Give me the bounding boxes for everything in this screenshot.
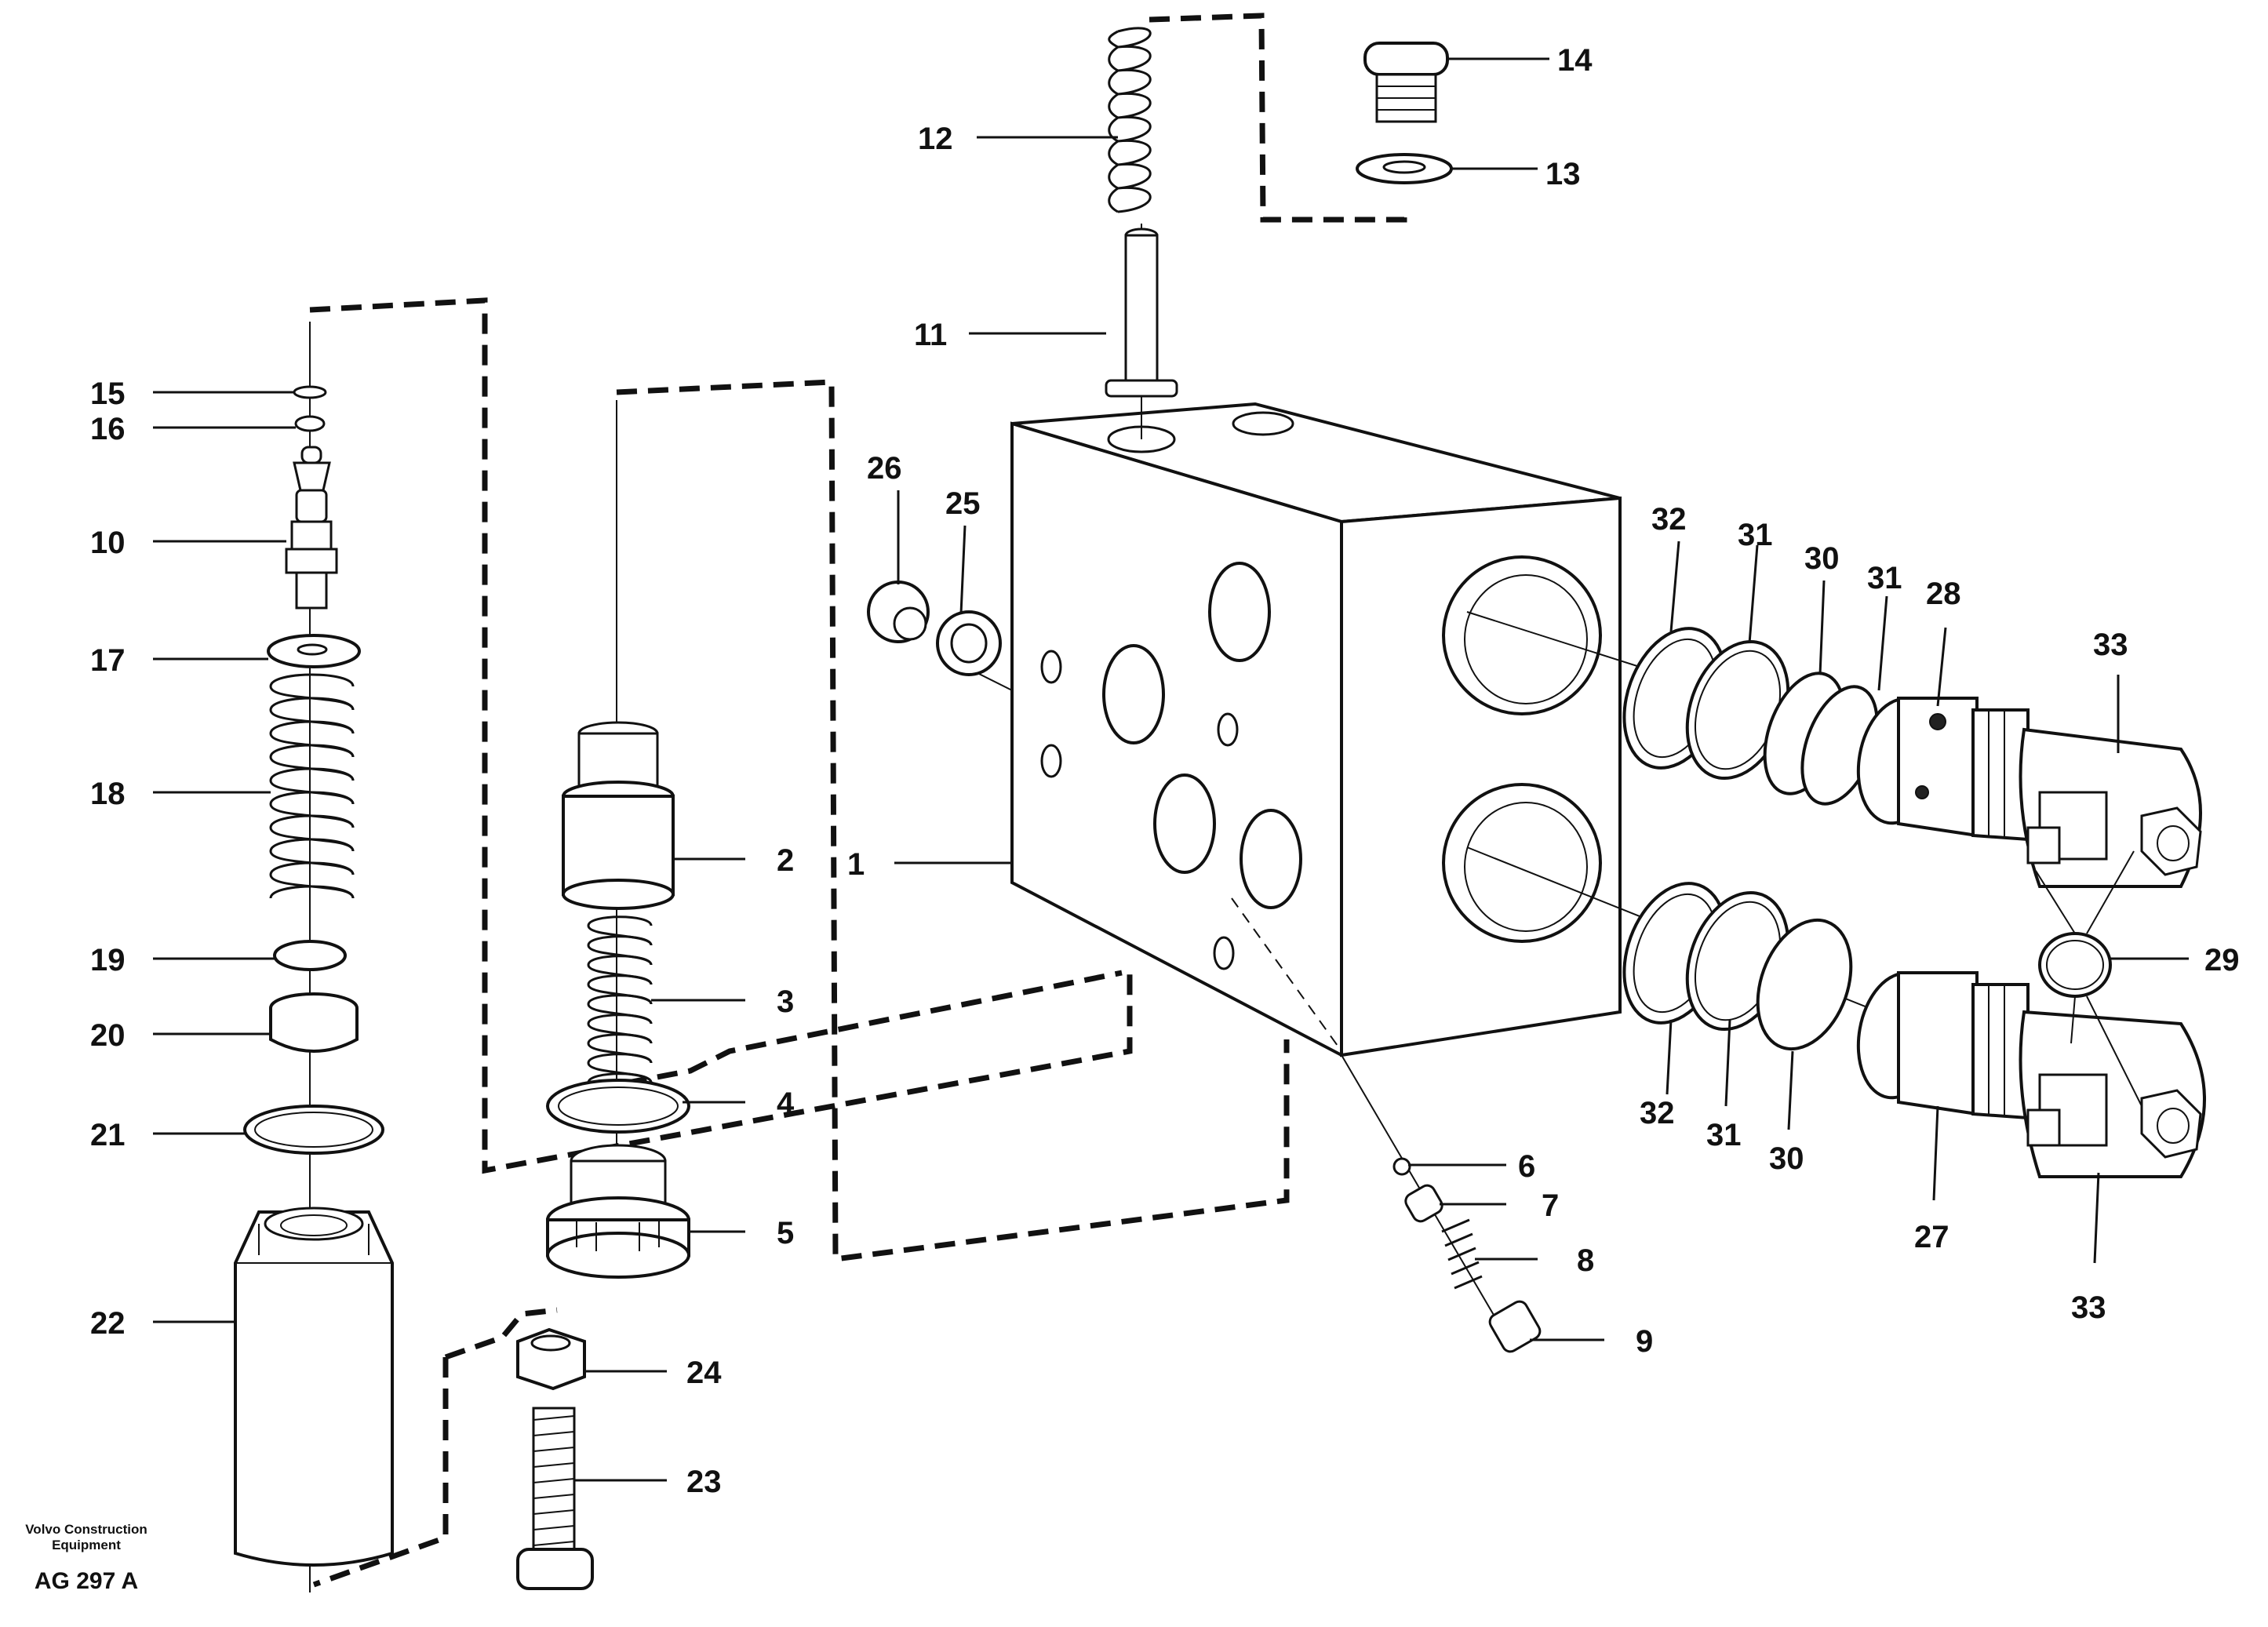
lead-29-b <box>2086 850 2135 934</box>
leader-lines <box>153 57 2189 1482</box>
label-part-18: 18 <box>90 777 126 811</box>
label-part-31-lower: 31 <box>1706 1118 1742 1152</box>
label-part-26: 26 <box>867 451 902 486</box>
plug-14 <box>1363 42 1449 123</box>
label-part-25: 25 <box>945 486 981 521</box>
caption-block: Volvo Construction Equipment AG 297 A <box>25 1522 147 1594</box>
label-part-11: 11 <box>914 318 947 352</box>
label-part-10: 10 <box>90 526 126 560</box>
label-part-14: 14 <box>1557 43 1593 78</box>
label-part-1: 1 <box>847 847 865 882</box>
label-part-20: 20 <box>90 1018 126 1053</box>
bolt-and-nut <box>516 1327 594 1590</box>
plug-25-26 <box>867 581 1002 676</box>
solenoid-valve-upper <box>1856 697 2202 888</box>
washer-13 <box>1356 153 1453 184</box>
plunger-11 <box>1105 227 1178 398</box>
label-part-27: 27 <box>1914 1220 1949 1254</box>
caption-drawing-code: AG 297 A <box>35 1568 138 1594</box>
caption-company-line2: Equipment <box>52 1538 121 1552</box>
label-part-28: 28 <box>1926 577 1961 611</box>
label-part-31-upper-a: 31 <box>1738 518 1773 552</box>
label-part-8: 8 <box>1577 1243 1594 1278</box>
middle-stack <box>546 721 690 1279</box>
label-part-32-lower: 32 <box>1640 1096 1675 1130</box>
label-part-7: 7 <box>1542 1188 1559 1223</box>
check-valve-6-9 <box>1392 1157 1542 1353</box>
label-part-19: 19 <box>90 943 126 977</box>
label-part-33-lower: 33 <box>2071 1290 2106 1325</box>
left-stack <box>234 385 394 1567</box>
label-part-30-upper: 30 <box>1804 541 1840 576</box>
label-part-3: 3 <box>777 985 794 1019</box>
label-part-30-lower: 30 <box>1769 1141 1804 1176</box>
label-part-5: 5 <box>777 1216 794 1250</box>
label-part-15: 15 <box>90 377 126 411</box>
part-labels: 1 2 3 4 5 6 7 8 9 10 11 12 13 14 15 16 1… <box>90 43 2240 1499</box>
label-part-29: 29 <box>2204 943 2240 977</box>
caption-company-line1: Volvo Construction <box>25 1522 147 1537</box>
spring-12 <box>1108 27 1152 213</box>
label-part-33-upper: 33 <box>2093 628 2128 662</box>
label-part-12: 12 <box>918 122 953 156</box>
label-part-31-upper-b: 31 <box>1867 561 1902 595</box>
label-part-9: 9 <box>1636 1324 1653 1359</box>
label-part-24: 24 <box>686 1356 722 1390</box>
label-part-16: 16 <box>90 412 126 446</box>
label-part-22: 22 <box>90 1306 126 1341</box>
label-part-17: 17 <box>90 643 126 678</box>
lead-29-a <box>2035 870 2076 934</box>
label-part-13: 13 <box>1545 157 1581 191</box>
label-part-6: 6 <box>1518 1149 1535 1184</box>
label-part-4: 4 <box>777 1086 795 1121</box>
label-part-23: 23 <box>686 1465 722 1499</box>
label-part-2: 2 <box>777 843 794 878</box>
label-part-32-upper: 32 <box>1651 502 1687 537</box>
valve-block <box>1010 402 1622 1058</box>
label-part-21: 21 <box>90 1118 126 1152</box>
right-seals <box>1622 627 2112 1051</box>
solenoid-valve-lower <box>1856 971 2206 1178</box>
